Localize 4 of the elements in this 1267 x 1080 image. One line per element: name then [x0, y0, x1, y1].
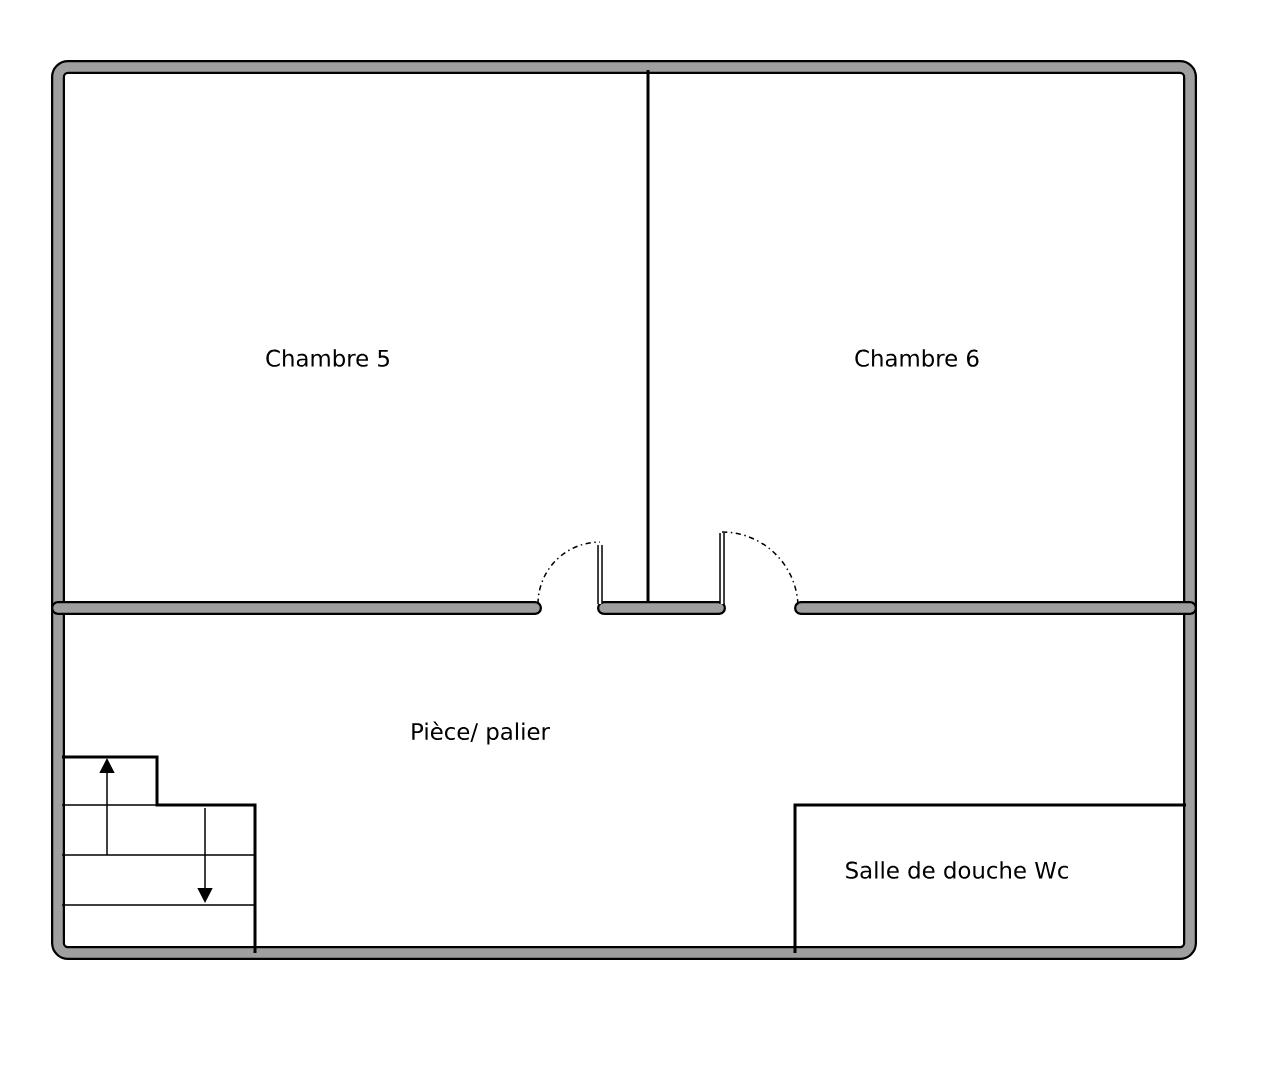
room-label: Chambre 6	[855, 349, 979, 367]
room-label: Salle de douche Wc	[846, 861, 1068, 879]
room-label: Pièce/ palier	[412, 721, 550, 745]
room-label: Chambre 5	[266, 349, 389, 367]
